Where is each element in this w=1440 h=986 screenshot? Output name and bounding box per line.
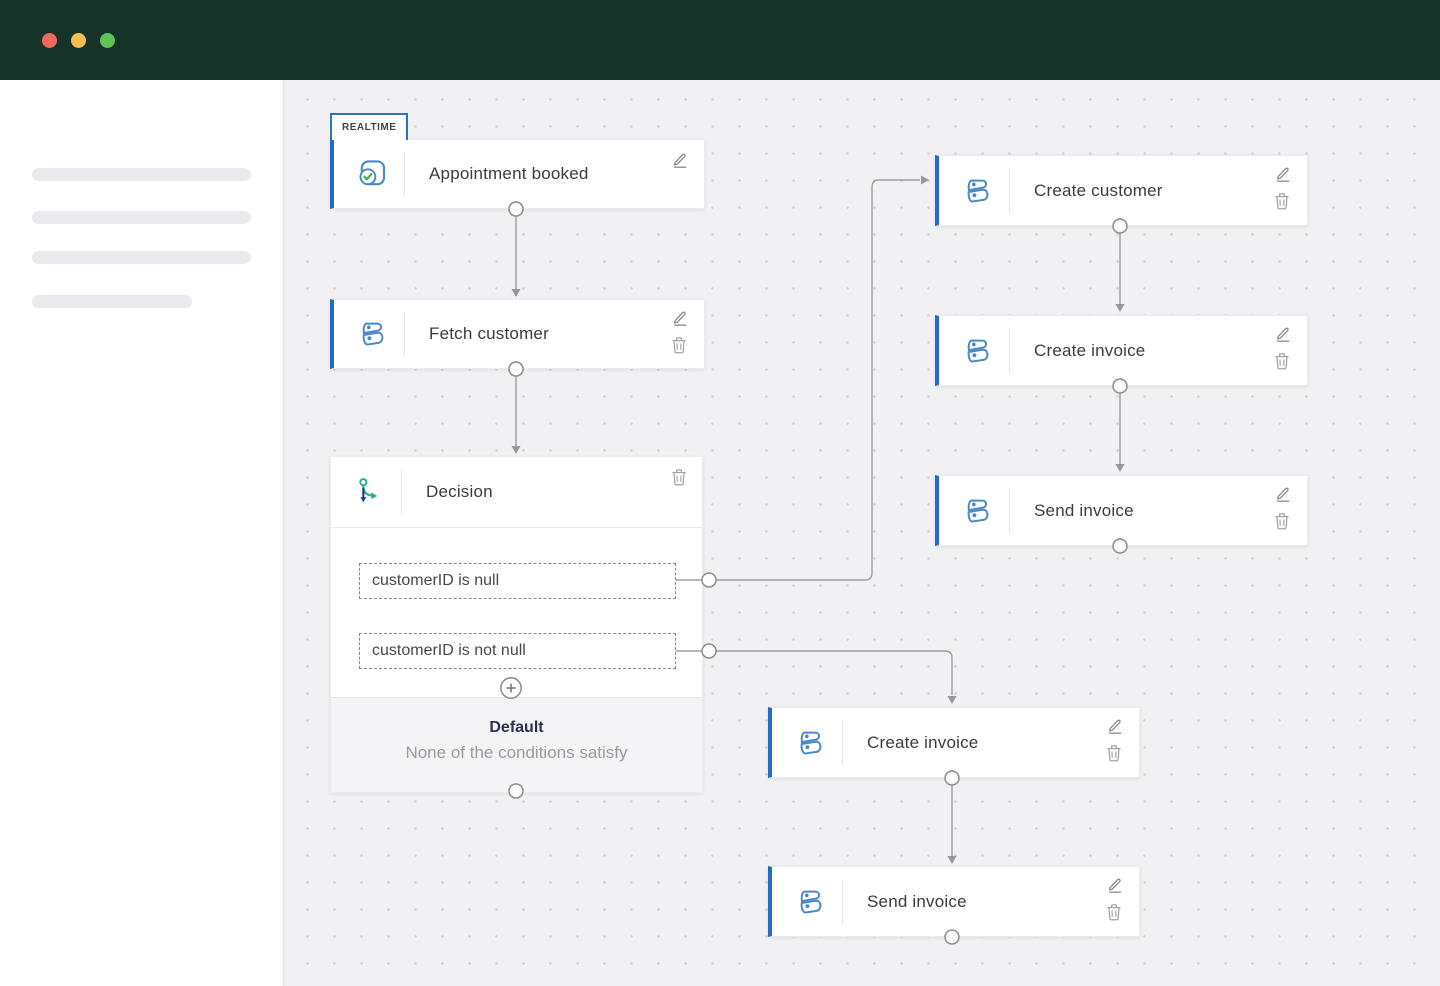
node-create-invoice[interactable]: Create invoice [935,315,1308,386]
edit-icon[interactable] [1274,485,1292,503]
zoho-bookings-icon [352,154,392,194]
node-title: Appointment booked [429,164,589,183]
divider [1009,488,1010,533]
zoho-books-icon [957,171,997,211]
delete-icon[interactable] [1274,192,1292,210]
divider [404,152,405,196]
node-send-invoice[interactable]: Send invoice [935,475,1308,546]
node-title: Create invoice [1034,340,1146,360]
edit-icon[interactable] [1274,325,1292,343]
divider [401,470,402,514]
sidebar-skeleton-bar [32,295,192,308]
zoho-books-icon [957,331,997,371]
port-create-customer-out[interactable] [1112,218,1128,234]
connection-ports [508,201,1128,945]
condition-label: customerID is null [372,572,500,589]
port-send-invoice2-out[interactable] [944,929,960,945]
zoho-books-icon [352,314,392,354]
minimize-window-button[interactable] [71,33,86,48]
left-sidebar [0,80,284,986]
node-title: Decision [426,482,493,501]
node-title: Send invoice [867,891,967,911]
node-fetch-customer[interactable]: Fetch customer [330,299,705,369]
maximize-window-button[interactable] [100,33,115,48]
zoho-books-icon [957,491,997,531]
divider [842,879,843,924]
divider [404,312,405,356]
close-window-button[interactable] [42,33,57,48]
node-create-customer[interactable]: Create customer [935,155,1308,226]
port-default-out[interactable] [508,783,524,799]
port-condition2-out[interactable] [701,643,717,659]
delete-icon[interactable] [1274,352,1292,370]
zoho-books-icon [790,723,830,763]
divider [1009,328,1010,373]
edit-icon[interactable] [1106,717,1124,735]
node-appointment-booked[interactable]: Appointment booked [330,139,705,209]
delete-icon[interactable] [1106,903,1124,921]
node-title: Send invoice [1034,500,1134,520]
node-send-invoice-2[interactable]: Send invoice [768,866,1140,937]
window-titlebar [0,0,1440,80]
realtime-badge-label: REALTIME [342,122,397,133]
divider [1009,168,1010,213]
delete-icon[interactable] [671,336,689,354]
decision-condition-2[interactable]: customerID is not null [359,633,676,669]
node-title: Fetch customer [429,324,549,343]
edit-icon[interactable] [671,309,689,327]
port-fetch-out[interactable] [508,361,524,377]
realtime-badge: REALTIME [330,113,409,140]
window-controls [42,33,115,48]
node-create-invoice-2[interactable]: Create invoice [768,707,1140,778]
sidebar-skeleton-bar [32,211,251,224]
port-create-invoice2-out[interactable] [944,770,960,786]
node-title: Create customer [1034,180,1163,200]
edit-icon[interactable] [671,151,689,169]
port-condition1-out[interactable] [701,572,717,588]
delete-icon[interactable] [671,468,689,486]
condition-label: customerID is not null [372,642,526,659]
add-condition-button[interactable] [499,676,523,700]
delete-icon[interactable] [1274,512,1292,530]
port-trigger-out[interactable] [508,201,524,217]
default-branch-subtitle: None of the conditions satisfy [405,743,628,762]
node-decision[interactable]: Decision customerID is null customerID i… [330,456,703,793]
sidebar-skeleton-bar [32,251,251,264]
port-send-invoice-out[interactable] [1112,538,1128,554]
port-create-invoice-out[interactable] [1112,378,1128,394]
decision-condition-1[interactable]: customerID is null [359,563,676,599]
default-branch-title: Default [489,719,544,736]
branch-icon [349,472,389,512]
node-title: Create invoice [867,732,979,752]
decision-default-branch[interactable]: Default None of the conditions satisfy [331,697,702,792]
edit-icon[interactable] [1274,165,1292,183]
delete-icon[interactable] [1106,744,1124,762]
sidebar-skeleton-bar [32,168,251,181]
zoho-books-icon [790,882,830,922]
divider [842,720,843,765]
edit-icon[interactable] [1106,876,1124,894]
